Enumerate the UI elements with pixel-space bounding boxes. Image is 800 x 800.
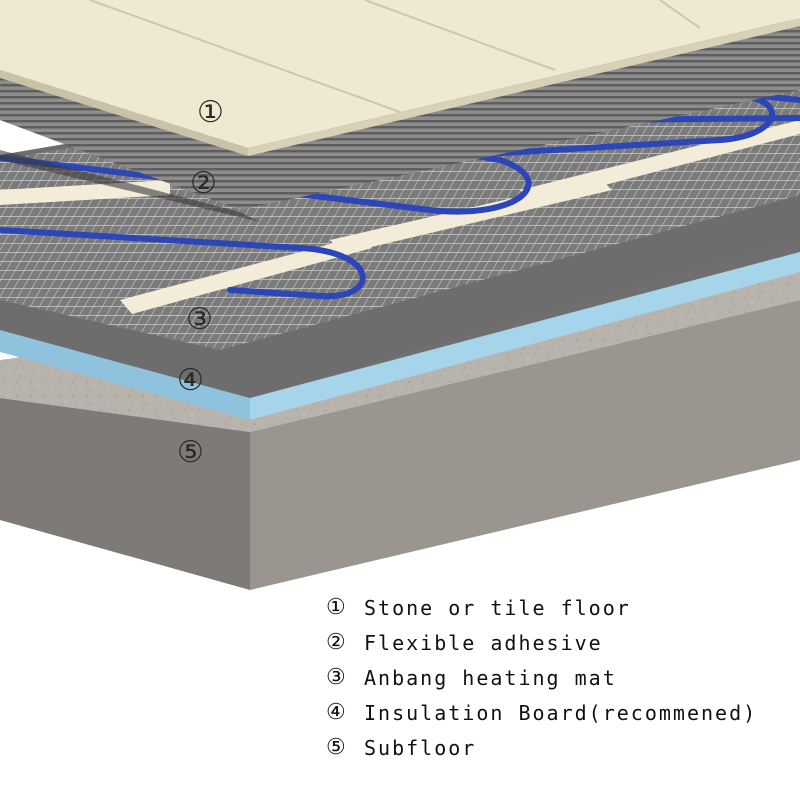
legend-label: Anbang heating mat — [364, 665, 617, 690]
tile-top — [0, 0, 800, 148]
legend-label: Stone or tile floor — [364, 595, 631, 620]
legend-item: ② Flexible adhesive — [326, 625, 796, 660]
tile-layer — [0, 0, 800, 156]
insulation-edge-left — [0, 330, 250, 420]
callout-4: ④ — [177, 363, 204, 398]
callout-2: ② — [190, 166, 217, 201]
legend-marker: ③ — [326, 665, 346, 690]
legend-label: Insulation Board(recommened) — [364, 700, 758, 725]
legend-item: ⑤ Subfloor — [326, 730, 796, 765]
callout-1: ① — [197, 95, 224, 130]
legend-marker: ② — [326, 630, 346, 655]
legend-marker: ⑤ — [326, 735, 346, 760]
legend-label: Subfloor — [364, 735, 477, 760]
tile-side-edge — [248, 18, 800, 156]
legend-marker: ④ — [326, 700, 346, 725]
tile-grout-lines — [89, 0, 701, 113]
legend-item: ④ Insulation Board(recommened) — [326, 695, 796, 730]
adhesive-shadow — [0, 150, 260, 222]
callout-3: ③ — [186, 302, 213, 337]
insulation-edge-front — [250, 252, 800, 420]
legend-item: ③ Anbang heating mat — [326, 660, 796, 695]
legend-item: ① Stone or tile floor — [326, 590, 796, 625]
callout-5: ⑤ — [177, 435, 204, 470]
legend-label: Flexible adhesive — [364, 630, 603, 655]
subfloor-left-face — [0, 398, 250, 590]
legend: ① Stone or tile floor ② Flexible adhesiv… — [326, 590, 796, 765]
subfloor-front-face — [250, 300, 800, 590]
legend-marker: ① — [326, 595, 346, 620]
tile-front-edge — [0, 70, 248, 156]
